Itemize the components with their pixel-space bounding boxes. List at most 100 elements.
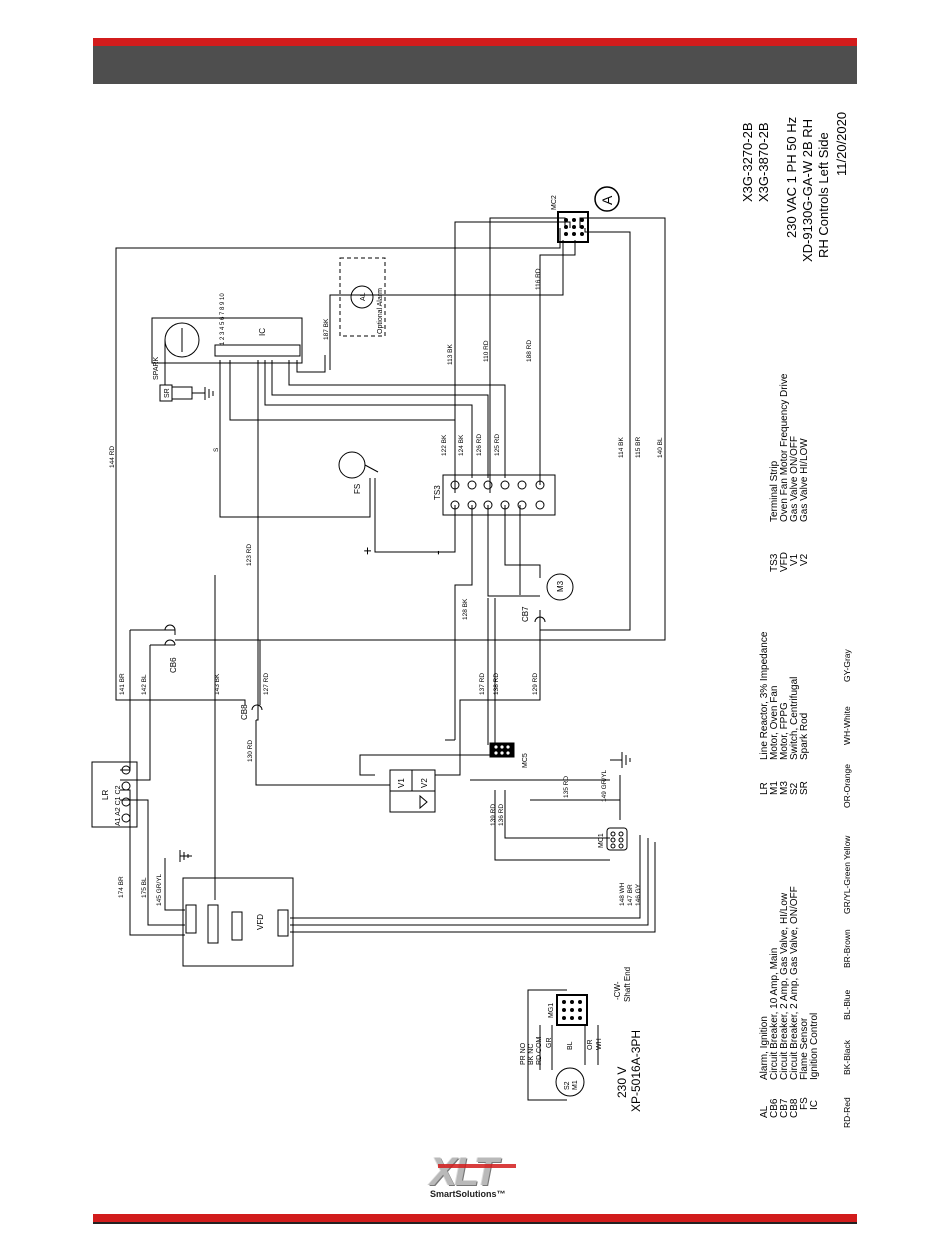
spec-date: 11/20/2020 [834, 112, 849, 176]
spark-label: SPARK [153, 356, 160, 380]
mc1-label: MC1 [598, 833, 605, 848]
v2-label: V2 [420, 778, 429, 788]
legend-right-code-1: VFD [779, 552, 790, 572]
legend-left-desc-0: Alarm, Ignition [759, 1016, 770, 1080]
wire-label-138: 138 RD [493, 673, 500, 695]
ignition-control-box [151, 317, 303, 364]
wire-label-140: 140 BL [657, 437, 664, 458]
alarm-a-label: A [599, 195, 615, 205]
motor-gr: GR [546, 1038, 553, 1049]
wire-label-126: 126 RD [476, 434, 483, 456]
mc5-connector [489, 742, 515, 758]
legend-mid-code-1: M1 [769, 781, 780, 795]
spark-rod-label: SR [164, 388, 171, 398]
color-code-rd: RD-Red [842, 1097, 852, 1128]
logo-brand: XLT [430, 1150, 499, 1194]
ground-symbol-vfd [179, 850, 192, 862]
wire-label-149: 149 GR/YL [601, 769, 608, 802]
color-code-wh: WH-White [842, 706, 852, 745]
legend-mid-code-3: S2 [789, 782, 800, 795]
wire-label-136: 136 RD [498, 804, 505, 826]
wire-label-113: 113 BK [447, 343, 454, 365]
wire-label-143: 143 BK [214, 673, 221, 695]
wire-label-s: S [213, 447, 220, 452]
motor-or: OR [587, 1040, 594, 1051]
lr-terminals: A1 A2 C1 C2 [115, 785, 122, 826]
line-reactor [91, 761, 138, 828]
motor-model: XP-5016A-3PH [629, 1030, 643, 1112]
legend-left-code-0: AL [759, 1105, 770, 1118]
wire-label-129: 129 RD [532, 673, 539, 695]
wire-label-146: 146 GY [635, 883, 642, 906]
mg1-label: MG1 [548, 1003, 555, 1018]
legend-mid-desc-1: Motor, Oven Fan [769, 686, 780, 760]
motor-shaft-end: Shaft End [623, 967, 632, 1002]
ic-label: IC [258, 328, 267, 336]
ground-symbol-mc5 [610, 752, 631, 768]
flame-sensor-label: FS [353, 484, 362, 494]
wire-label-122: 122 BK [441, 434, 448, 456]
motor-pr-no: PR NO [520, 1042, 527, 1065]
wire-label-188: 188 RD [526, 340, 533, 362]
legend-mid-code-0: LR [759, 782, 770, 795]
ic-terminal-numbers: 1 2 3 4 5 6 7 8 9 10 [220, 293, 226, 345]
motor-rotation: -CW- [613, 981, 622, 1000]
legend-left-code-4: FS [799, 1097, 810, 1110]
motor-m1-label: M1 [572, 1080, 579, 1090]
mc1-connector [606, 827, 628, 851]
wire-label-125: 125 RD [494, 434, 501, 456]
optional-alarm-box [339, 257, 386, 337]
legend-mid-desc-2: Motor, FPPG [779, 702, 790, 760]
v1-label: V1 [397, 778, 406, 788]
color-code-br: BR-Brown [842, 929, 852, 968]
wire-label-116: 116 RD [535, 268, 542, 290]
ts3-terminal-strip [442, 474, 556, 516]
ts3-label: TS3 [433, 485, 442, 500]
fan-motor [527, 989, 599, 1101]
cb8-breaker [251, 704, 263, 711]
wire-label-124: 124 BK [458, 434, 465, 456]
wire-label-137: 137 RD [479, 673, 486, 695]
color-code-bl: BL-Blue [842, 989, 852, 1020]
motor-s2-label: S2 [564, 1081, 571, 1090]
legend-right-desc-0: Terminal Strip [769, 460, 780, 522]
wire-label-115: 115 BR [635, 436, 642, 458]
cb7-breaker [534, 616, 546, 623]
wire-label-174: 174 BR [118, 876, 125, 898]
header-bar [93, 38, 857, 84]
legend-left-code-5: IC [809, 1100, 820, 1110]
mc2-connector [557, 211, 589, 243]
legend-right-desc-3: Gas Valve HI/LOW [799, 438, 810, 522]
spec-controls: RH Controls Left Side [816, 132, 831, 258]
model-1: X3G-3270-2B [740, 123, 755, 203]
legend-left-code-3: CB8 [789, 1098, 800, 1118]
footer-bar [93, 1214, 857, 1224]
wire-label-144: 144 RD [109, 446, 116, 468]
wire-label-127: 127 RD [263, 673, 270, 695]
alarm-label: AL [360, 292, 367, 301]
motor-bl: BL [567, 1041, 574, 1050]
legend-right-code-3: V2 [799, 553, 810, 566]
motor-rd-com: RD COM [536, 1036, 543, 1065]
wire-label-128: 128 BK [462, 598, 469, 620]
wire-label-142: 142 BL [141, 674, 148, 695]
motor-voltage: 230 V [615, 1067, 629, 1098]
optional-alarm-label: Optional Alarm [377, 288, 384, 334]
legend-left-desc-2: Circuit Breaker, 2 Amp, Gas Valve, HI/Lo… [779, 892, 790, 1080]
motor-bk-nc: BK NC [528, 1044, 535, 1065]
wire-label-135: 135 RD [563, 776, 570, 798]
legend-left-desc-5: Ignition Control [809, 1013, 820, 1080]
legend-left-desc-1: Circuit Breaker, 10 Amp, Main [769, 948, 780, 1080]
m3-motor [546, 573, 574, 601]
legend-left-code-1: CB6 [769, 1098, 780, 1118]
spec-voltage: 230 VAC 1 PH 50 Hz [784, 117, 799, 238]
cb7-label: CB7 [521, 606, 530, 622]
alarm-a-circle [594, 186, 620, 212]
legend-left-desc-3: Circuit Breaker, 2 Amp, Gas Valve, ON/OF… [789, 886, 800, 1080]
wire-label-147: 147 BR [627, 884, 634, 906]
color-code-gy: GY-Gray [842, 648, 852, 682]
polarity-minus: - [429, 550, 445, 555]
legend-left-desc-4: Flame Sensor [799, 1017, 810, 1080]
logo-swoosh [438, 1164, 516, 1168]
wire-label-187: 187 BK [323, 318, 330, 340]
